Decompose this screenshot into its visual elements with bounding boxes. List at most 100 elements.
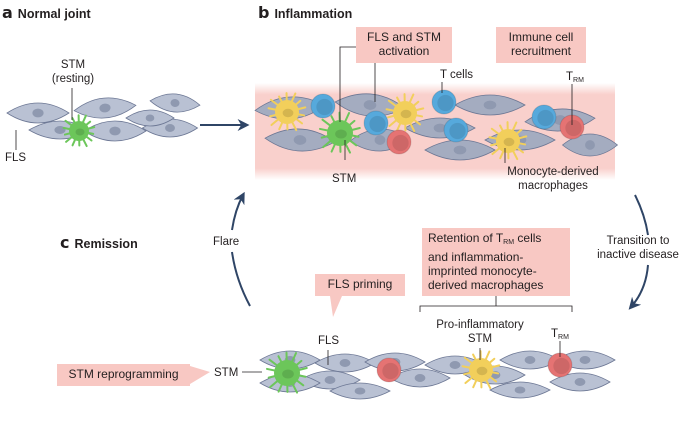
label-trm-b-main: T (566, 71, 574, 83)
fls-nucleus (363, 100, 377, 110)
fls-cell (454, 94, 526, 116)
panel-b-title: b Inflammation (258, 3, 352, 22)
label-macrophages-line2: macrophages (518, 180, 588, 192)
panel-b-title-text: Inflammation (274, 7, 353, 21)
fls-nucleus (293, 135, 307, 145)
fls-cell (264, 128, 336, 152)
leader-activation-stm (339, 46, 356, 122)
label-trm-c: TRM (551, 327, 569, 345)
cell-nucleus (382, 362, 399, 380)
box-fls-stm-activation: FLS and STM activation (356, 27, 452, 63)
label-flare: Flare (213, 236, 240, 248)
fls-cell (329, 382, 391, 400)
cell-body (274, 360, 300, 386)
fls-nucleus (99, 103, 111, 113)
fls-cell (389, 368, 451, 388)
fls-cell (73, 97, 137, 119)
fls-nucleus (514, 386, 526, 394)
fls-nucleus (574, 378, 586, 386)
cell-nucleus (565, 119, 582, 137)
fls-nucleus (414, 374, 426, 382)
label-transition-line2: inactive disease (597, 249, 679, 261)
cell-body (393, 101, 417, 125)
label-trm-c-sub: RM (558, 334, 569, 341)
panel-c-title: c Remission (60, 233, 138, 252)
label-pro-inflammatory-stm: Pro-inflammatory STM (418, 318, 542, 346)
t-cell (310, 93, 336, 119)
cell-nucleus (449, 122, 466, 140)
cell-nucleus (75, 128, 85, 136)
cell-body (469, 358, 493, 382)
bracket-retention (419, 305, 573, 312)
fls-cell (489, 381, 551, 399)
cell-nucleus (400, 109, 412, 119)
box-fls-priming: FLS priming (315, 274, 405, 296)
macrophage-cell (385, 93, 425, 133)
fls-nucleus (170, 99, 180, 107)
fls-nucleus (449, 361, 461, 369)
fls-cell (125, 109, 175, 127)
trm-cell (386, 129, 412, 155)
cell-body (376, 357, 402, 383)
retention-text-post: cells (514, 231, 542, 245)
label-trm-c-main: T (551, 328, 559, 340)
t-cell (443, 117, 469, 143)
box-stm-reprogramming: STM reprogramming (57, 364, 190, 386)
cell-nucleus (392, 134, 409, 152)
label-transition-line1: Transition to (606, 235, 670, 247)
cell-body (431, 89, 457, 115)
cell-nucleus (437, 94, 454, 112)
panel-c-letter: c (60, 233, 70, 252)
t-cell (531, 104, 557, 130)
retention-text-pre: Retention of T (428, 231, 504, 245)
label-trm-b: TRM (566, 70, 584, 88)
fls-cell (83, 120, 147, 142)
fls-cell (561, 133, 619, 157)
label-transition-inactive: Transition to inactive disease (590, 234, 685, 262)
cell-nucleus (369, 115, 386, 133)
cell-nucleus (476, 366, 488, 376)
trm-cell (376, 357, 402, 383)
fls-nucleus (165, 124, 175, 132)
box-retention: Retention of TRM cells and inflammation-… (422, 228, 570, 296)
t-cell (363, 110, 389, 136)
box-retention-line2: and inflammation- (428, 250, 524, 264)
fls-nucleus (453, 145, 467, 155)
box-immune-recruitment-line2: recruitment (510, 44, 572, 58)
label-macrophages-line1: Monocyte-derived (507, 166, 599, 178)
label-stm-c: STM (214, 367, 239, 379)
macrophage-cell (488, 121, 528, 161)
label-proinflam-line2: STM (467, 333, 493, 345)
label-stm-resting-line2: (resting) (51, 73, 95, 85)
label-proinflam-line1: Pro-inflammatory (436, 319, 524, 331)
cell-body (531, 104, 557, 130)
label-stm-resting-line1: STM (60, 59, 86, 71)
fls-nucleus (433, 123, 447, 133)
arrow-inactive-upper (634, 194, 649, 236)
label-trm-b-sub: RM (573, 77, 584, 84)
fls-nucleus (145, 114, 155, 122)
cell-nucleus (282, 108, 294, 118)
cell-body (363, 110, 389, 136)
panel-b-letter: b (258, 3, 270, 22)
box-fls-stm-activation-line1: FLS and STM (366, 30, 442, 44)
cell-body (310, 93, 336, 119)
fls-cell (6, 102, 70, 124)
callout-pointer-fls-priming (330, 296, 342, 317)
panel-c-title-text: Remission (74, 237, 138, 251)
label-stm-resting: STM (resting) (50, 58, 96, 86)
fls-nucleus (585, 140, 595, 150)
fls-nucleus (32, 108, 44, 118)
box-immune-cell-recruitment: Immune cell recruitment (496, 27, 586, 63)
cell-nucleus (537, 109, 554, 127)
fls-nucleus (483, 100, 497, 110)
label-monocyte-derived-macrophages: Monocyte-derived macrophages (495, 165, 611, 193)
cell-body (69, 121, 89, 141)
fls-nucleus (354, 387, 366, 395)
fls-nucleus (579, 356, 591, 364)
label-stm-b: STM (332, 173, 357, 185)
panel-a-letter: a (2, 3, 13, 22)
stm-reprogrammed-cell (265, 351, 308, 394)
